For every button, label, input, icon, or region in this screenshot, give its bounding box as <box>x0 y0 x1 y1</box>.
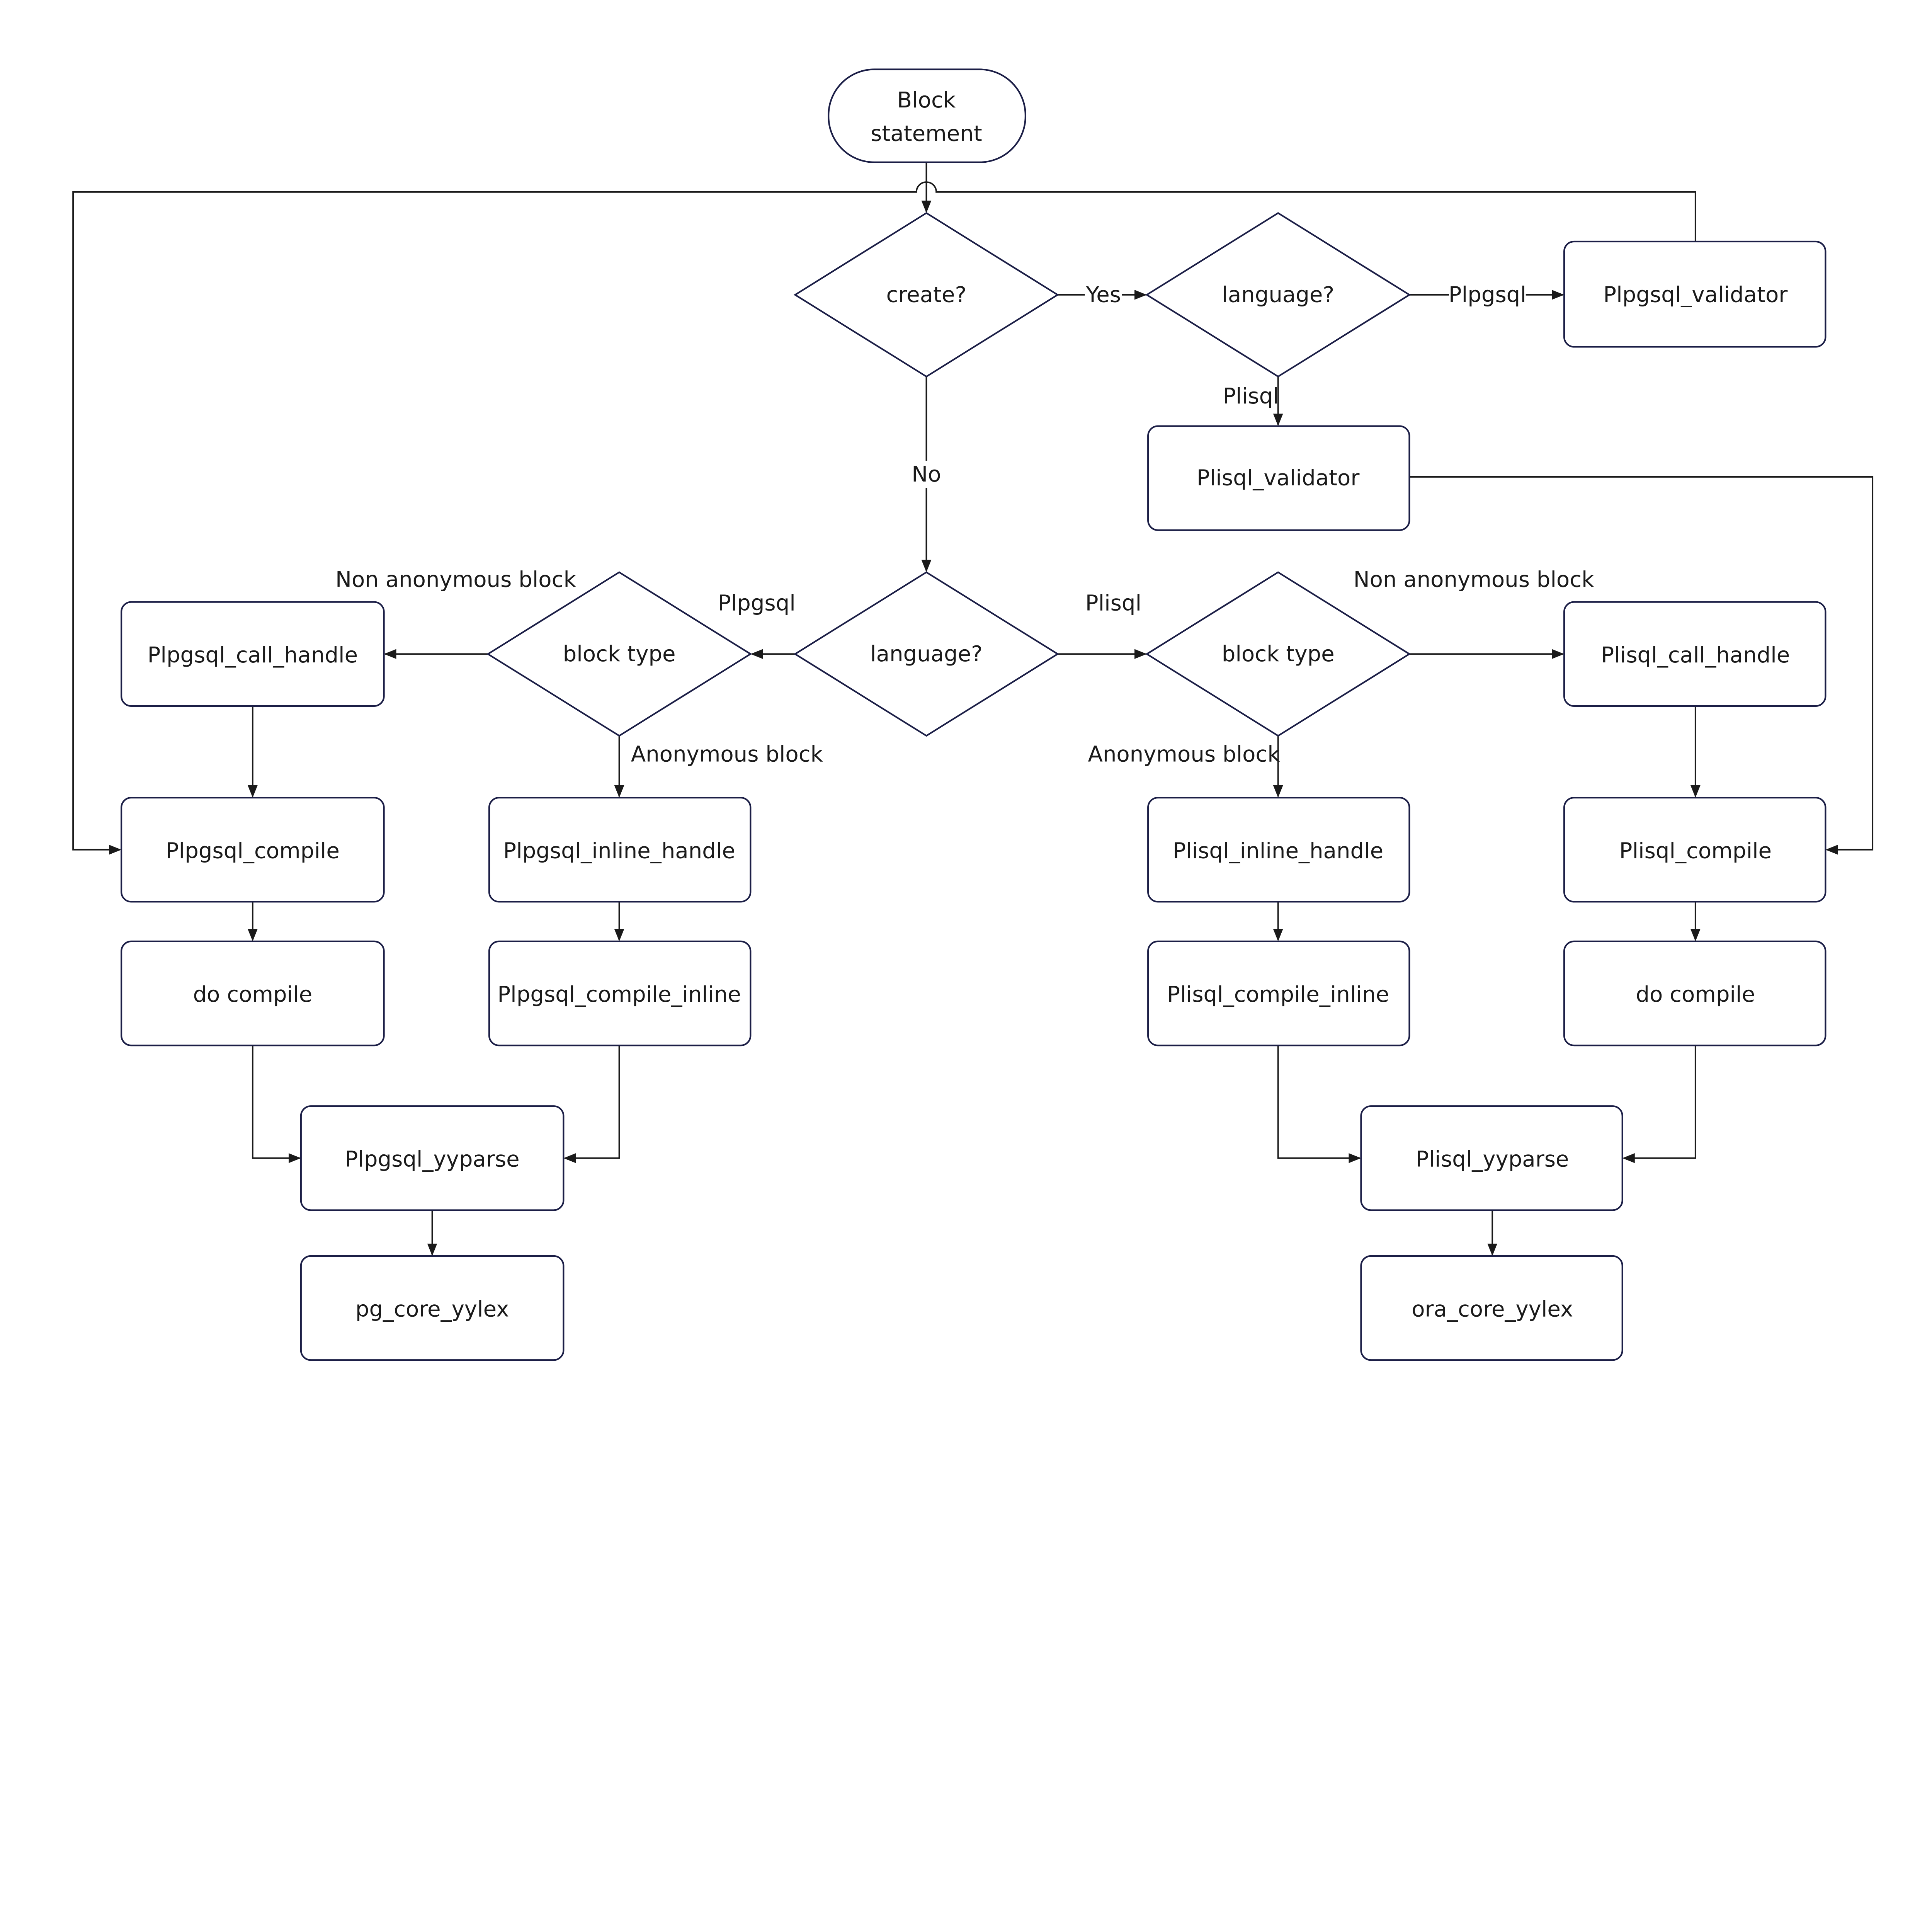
node-plisql-inline-handle-label: Plisql_inline_handle <box>1173 838 1383 863</box>
decision-block-type-left-label: block type <box>563 642 676 667</box>
node-plpgsql-yyparse: Plpgsql_yyparse <box>300 1105 565 1211</box>
node-plisql-yyparse: Plisql_yyparse <box>1360 1105 1623 1211</box>
node-pg-core-yylex-label: pg_core_yylex <box>355 1297 509 1322</box>
flowchart: Yes Plpgsql Plisql No Plpgsql Plisql Non… <box>72 68 1874 1361</box>
node-plisql-yyparse-label: Plisql_yyparse <box>1416 1147 1569 1172</box>
node-plisql-compile: Plisql_compile <box>1563 797 1827 903</box>
decision-create: create? <box>793 212 1060 378</box>
edge-labels: Yes Plpgsql Plisql No Plpgsql Plisql Non… <box>335 282 1594 767</box>
start-line-1: Block <box>897 88 956 113</box>
decision-language-top-label: language? <box>1222 282 1334 307</box>
node-plisql-validator: Plisql_validator <box>1147 425 1410 531</box>
label-right-non-anonymous: Non anonymous block <box>1354 567 1594 592</box>
node-plpgsql-yyparse-label: Plpgsql_yyparse <box>345 1147 520 1172</box>
node-plpgsql-call-handle-label: Plpgsql_call_handle <box>148 643 358 668</box>
node-plisql-inline-handle: Plisql_inline_handle <box>1147 797 1410 903</box>
label-mid-plpgsql: Plpgsql <box>718 591 796 616</box>
label-no: No <box>912 462 941 487</box>
node-do-compile-right-label: do compile <box>1636 982 1755 1007</box>
node-plisql-compile-label: Plisql_compile <box>1619 838 1772 863</box>
node-plpgsql-call-handle: Plpgsql_call_handle <box>121 601 385 707</box>
node-plisql-compile-inline-label: Plisql_compile_inline <box>1167 982 1389 1007</box>
decision-language-top: language? <box>1145 212 1411 378</box>
label-mid-plisql: Plisql <box>1085 591 1141 616</box>
node-ora-core-yylex-label: ora_core_yylex <box>1412 1297 1573 1322</box>
label-left-anonymous: Anonymous block <box>631 742 823 767</box>
decision-language-mid: language? <box>793 571 1060 737</box>
node-plpgsql-inline-handle: Plpgsql_inline_handle <box>488 797 752 903</box>
node-do-compile-right: do compile <box>1563 940 1827 1047</box>
label-right-anonymous: Anonymous block <box>1088 742 1280 767</box>
decision-block-type-right-label: block type <box>1222 642 1335 667</box>
node-plisql-call-handle: Plisql_call_handle <box>1563 601 1827 707</box>
decision-create-label: create? <box>886 282 967 307</box>
node-plpgsql-validator: Plpgsql_validator <box>1563 240 1827 348</box>
node-plisql-validator-label: Plisql_validator <box>1197 466 1360 491</box>
node-do-compile-left: do compile <box>121 940 385 1047</box>
edge-plisql-validator-to-compile <box>1409 476 1874 855</box>
decision-language-mid-label: language? <box>870 642 983 667</box>
edge-validator-loop-to-plpgsql-compile <box>72 181 1696 855</box>
edge-do-compile-right-to-yyparse <box>1622 1045 1696 1163</box>
node-plisql-compile-inline: Plisql_compile_inline <box>1147 940 1410 1047</box>
node-plisql-call-handle-label: Plisql_call_handle <box>1601 643 1790 668</box>
label-yes: Yes <box>1086 282 1121 307</box>
decision-block-type-right: block type <box>1145 571 1411 737</box>
node-start: Block statement <box>828 68 1026 163</box>
node-plpgsql-compile-label: Plpgsql_compile <box>166 838 340 863</box>
edges <box>72 162 1874 1256</box>
node-do-compile-left-label: do compile <box>193 982 312 1007</box>
label-top-plisql: Plisql <box>1223 384 1279 409</box>
node-plpgsql-compile-inline-label: Plpgsql_compile_inline <box>497 982 741 1007</box>
node-plpgsql-validator-label: Plpgsql_validator <box>1603 282 1788 307</box>
node-plpgsql-inline-handle-label: Plpgsql_inline_handle <box>503 838 735 863</box>
label-left-non-anonymous: Non anonymous block <box>335 567 576 592</box>
node-pg-core-yylex: pg_core_yylex <box>300 1255 565 1361</box>
start-line-2: statement <box>871 121 982 146</box>
edge-plisql-compile-inline-to-yyparse <box>1277 1045 1361 1163</box>
label-top-plpgsql: Plpgsql <box>1449 282 1526 307</box>
node-plpgsql-compile: Plpgsql_compile <box>121 797 385 903</box>
node-ora-core-yylex: ora_core_yylex <box>1360 1255 1623 1361</box>
decision-block-type-left: block type <box>486 571 752 737</box>
node-plpgsql-compile-inline: Plpgsql_compile_inline <box>488 940 752 1047</box>
edge-plpgsql-compile-inline-to-yyparse <box>563 1045 620 1163</box>
edge-do-compile-left-to-yyparse <box>252 1045 301 1163</box>
